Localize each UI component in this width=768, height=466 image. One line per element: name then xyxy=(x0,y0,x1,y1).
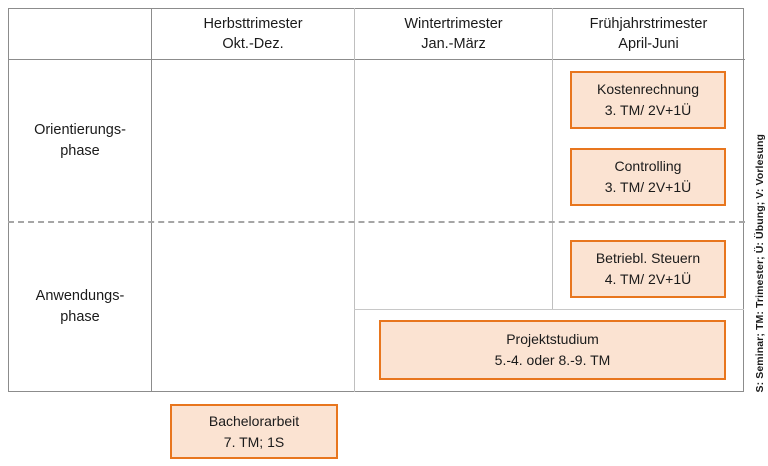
row-label-orientierungsphase: Orientierungs- phase xyxy=(10,60,150,221)
column-divider-1 xyxy=(151,8,152,392)
course-title: Projektstudium xyxy=(506,331,599,347)
column-header-wintertrimester: Wintertrimester Jan.-März xyxy=(355,8,552,59)
course-title: Controlling xyxy=(614,158,682,174)
row-label-anwendungsphase: Anwendungs- phase xyxy=(10,222,150,392)
column-header-title: Herbsttrimester xyxy=(203,15,303,32)
row-label-line-1: Anwendungs- xyxy=(35,288,125,304)
row-label-line-1: Orientierungs- xyxy=(34,121,126,138)
course-detail: 4. TM/ 2V+1Ü xyxy=(604,271,692,287)
table-corner-cell xyxy=(9,8,151,59)
course-detail: 3. TM/ 2V+1Ü xyxy=(604,102,692,118)
row-label-line-2: phase xyxy=(60,309,100,325)
column-header-herbsttrimester: Herbsttrimester Okt.-Dez. xyxy=(152,8,354,59)
column-header-title: Wintertrimester xyxy=(404,15,503,32)
course-title: Kostenrechnung xyxy=(597,81,699,97)
column-divider-3 xyxy=(552,8,553,309)
column-header-fruehjahrstrimester: Frühjahrstrimester April-Juni xyxy=(553,8,744,59)
abbreviation-legend: S: Seminar; TM: Trimester; Ü: Übung; V: … xyxy=(754,133,766,392)
course-title: Betriebl. Steuern xyxy=(595,250,701,266)
course-box-controlling[interactable]: Controlling 3. TM/ 2V+1Ü xyxy=(570,148,726,206)
projektstudium-top-rule xyxy=(354,309,744,310)
course-title: Bachelorarbeit xyxy=(208,412,300,429)
header-row-divider xyxy=(8,59,745,60)
column-header-months: April-Juni xyxy=(618,35,679,52)
course-box-kostenrechnung[interactable]: Kostenrechnung 3. TM/ 2V+1Ü xyxy=(570,71,726,129)
course-box-projektstudium[interactable]: Projektstudium 5.-4. oder 8.-9. TM xyxy=(379,320,726,380)
row-label-line-2: phase xyxy=(60,142,100,159)
course-box-betriebliche-steuern[interactable]: Betriebl. Steuern 4. TM/ 2V+1Ü xyxy=(570,240,726,298)
column-header-months: Jan.-März xyxy=(421,35,486,52)
course-detail: 3. TM/ 2V+1Ü xyxy=(604,179,692,195)
column-header-months: Okt.-Dez. xyxy=(222,35,284,52)
course-box-bachelorarbeit[interactable]: Bachelorarbeit 7. TM; 1S xyxy=(170,404,338,459)
phase-separator-dashed-line xyxy=(8,221,745,223)
column-header-title: Frühjahrstrimester xyxy=(589,15,708,32)
course-detail: 7. TM; 1S xyxy=(223,433,285,450)
column-divider-2 xyxy=(354,8,355,392)
course-detail: 5.-4. oder 8.-9. TM xyxy=(494,352,611,368)
